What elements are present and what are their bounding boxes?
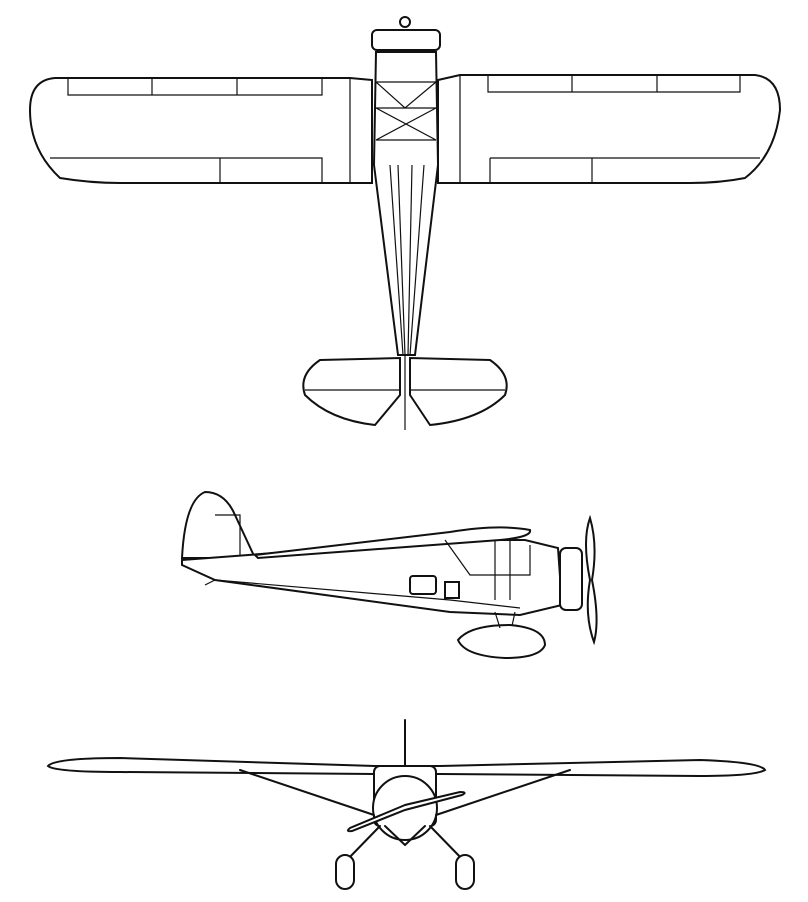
- top-view-fuselage: [372, 51, 440, 356]
- top-view: [28, 16, 782, 430]
- side-view: [180, 490, 598, 660]
- top-view-tailplane: [302, 356, 401, 427]
- top-view-fuselage-frames: [375, 81, 437, 356]
- top-view-left-wing: [28, 77, 373, 184]
- top-view-spinner: [399, 16, 411, 28]
- side-view-window: [409, 575, 437, 595]
- side-view-gear-strut: [494, 611, 516, 629]
- top-view-tail-hinge-lines: [305, 355, 505, 430]
- side-view-door-panel: [444, 581, 460, 599]
- side-view-cabin-lines: [214, 539, 531, 609]
- side-view-fin: [180, 490, 257, 559]
- top-view-wing-panels: [50, 75, 760, 183]
- top-view-engine-cowl: [371, 29, 441, 51]
- side-view-tail-skid: [204, 579, 216, 586]
- front-view: [46, 719, 767, 890]
- front-view-right-wheel: [455, 854, 475, 890]
- top-view-tailplane-right: [409, 356, 508, 427]
- side-view-rudder-line: [215, 514, 241, 555]
- front-view-left-wheel: [335, 854, 355, 890]
- side-view-wheel-fairing: [456, 623, 547, 660]
- front-view-propeller: [346, 790, 466, 833]
- front-view-struts: [239, 769, 571, 863]
- top-view-right-wing: [437, 74, 782, 184]
- side-view-propeller: [585, 514, 598, 646]
- side-view-wing: [252, 526, 532, 560]
- side-view-engine-cowl: [559, 547, 583, 611]
